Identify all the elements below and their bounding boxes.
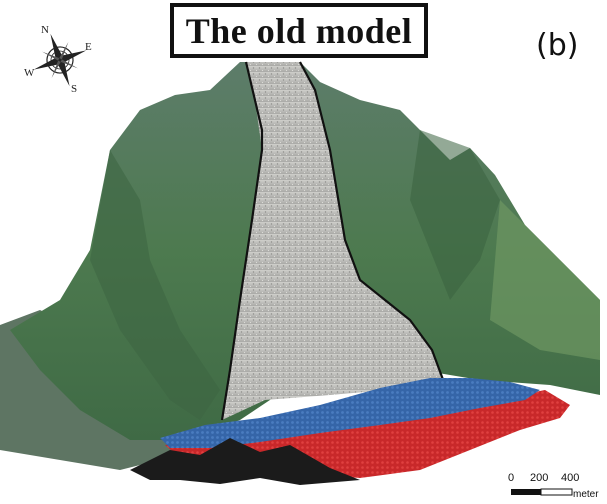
foreground-ridge (130, 438, 360, 485)
scale-tick-200: 200 (530, 472, 548, 484)
title-box: The old model (170, 3, 428, 58)
landslide-area (222, 62, 445, 420)
scale-tick-0: 0 (508, 472, 514, 484)
scale-unit: meter (573, 489, 599, 500)
landslide-boundary-left (220, 61, 264, 421)
scale-tick-400: 400 (561, 472, 579, 484)
compass-w: W (24, 67, 35, 79)
map-title: The old model (185, 10, 413, 51)
blue-deposit (160, 378, 540, 448)
compass-e: E (85, 41, 92, 53)
landslide-boundary-right (299, 61, 447, 386)
compass-rose-icon: N E S W (24, 24, 92, 95)
right-slope-light (490, 200, 600, 360)
compass-s: S (71, 83, 77, 95)
panel-label: (b) (536, 28, 579, 63)
compass-n: N (41, 24, 49, 36)
scale-bar: 0 200 400 meter (508, 472, 599, 500)
ridge-shadow (90, 150, 220, 420)
right-slope-shadow (410, 130, 500, 300)
